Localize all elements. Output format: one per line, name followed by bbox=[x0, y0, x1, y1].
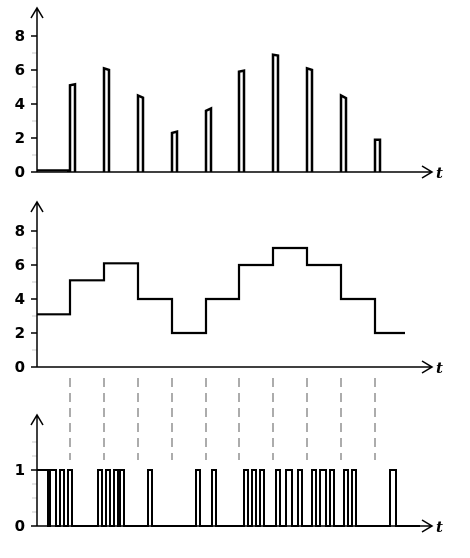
sample-pulse bbox=[237, 69, 246, 172]
sample-pulse bbox=[339, 93, 348, 172]
pulse-baseline-lead bbox=[37, 169, 69, 172]
sample-pulse bbox=[170, 129, 179, 172]
y-tick-label: 6 bbox=[15, 61, 25, 79]
y-tick-label: 1 bbox=[15, 461, 25, 479]
y-tick-label: 8 bbox=[15, 27, 25, 45]
panel-staircase-signal: 0 2 4 6 8 t bbox=[15, 200, 443, 377]
binary-pulse-train bbox=[37, 469, 420, 527]
y-tick-label: 0 bbox=[15, 163, 25, 181]
y-tick-label: 0 bbox=[15, 358, 25, 376]
y-axis-arrow bbox=[30, 6, 44, 19]
x-axis-label: t bbox=[436, 518, 443, 536]
sample-pulse bbox=[204, 106, 213, 172]
panel-sampled-signal: 0 2 4 6 8 t bbox=[15, 6, 443, 182]
x-axis-arrow bbox=[421, 519, 434, 533]
sample-pulse bbox=[68, 82, 77, 172]
y-tick-label: 4 bbox=[15, 290, 25, 308]
x-axis-label: t bbox=[436, 359, 443, 377]
x-axis-arrow bbox=[421, 165, 434, 179]
panel-pulse-code: 0 1 t bbox=[15, 413, 443, 536]
staircase-line bbox=[37, 246, 405, 335]
x-axis-label: t bbox=[436, 164, 443, 182]
sampling-instant-markers bbox=[69, 378, 376, 460]
y-axis-arrow bbox=[30, 200, 44, 213]
y-tick-label: 0 bbox=[15, 517, 25, 535]
y-tick-label: 6 bbox=[15, 256, 25, 274]
y-tick-label: 2 bbox=[15, 324, 25, 342]
sample-pulse bbox=[136, 93, 145, 172]
y-tick-label: 2 bbox=[15, 129, 25, 147]
y-tick-label: 8 bbox=[15, 222, 25, 240]
sample-pulse bbox=[271, 53, 280, 172]
sample-pulse bbox=[305, 66, 314, 172]
y-tick-label: 4 bbox=[15, 95, 25, 113]
y-axis-arrow bbox=[30, 413, 44, 426]
x-axis-arrow bbox=[421, 360, 434, 374]
sample-pulse bbox=[102, 66, 111, 172]
sample-pulse bbox=[373, 138, 382, 172]
